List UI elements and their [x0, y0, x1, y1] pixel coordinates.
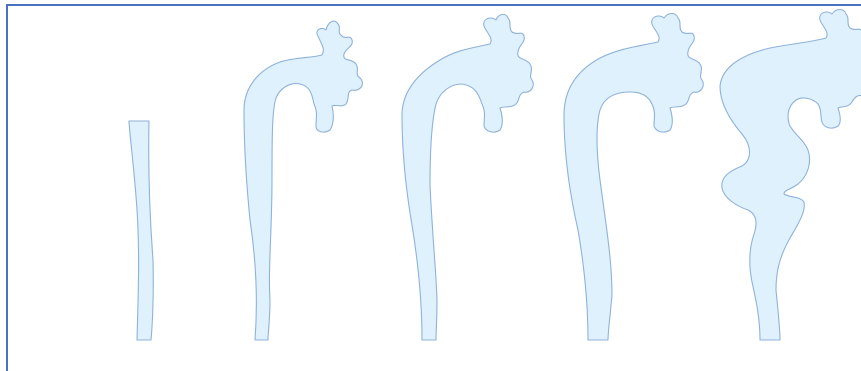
stage-5-dilated-tube — [720, 10, 861, 341]
stage-1-straight-tube — [129, 121, 153, 340]
stage-4-wider-tube — [564, 14, 703, 341]
stage-3-outline — [402, 14, 533, 340]
stage-3-widening — [402, 14, 533, 340]
stage-2-early-branching — [244, 21, 362, 340]
stage-1-outline — [129, 121, 153, 340]
stage-2-outline — [244, 21, 362, 340]
stage-5-outline — [720, 10, 861, 341]
stage-4-outline — [564, 14, 703, 341]
